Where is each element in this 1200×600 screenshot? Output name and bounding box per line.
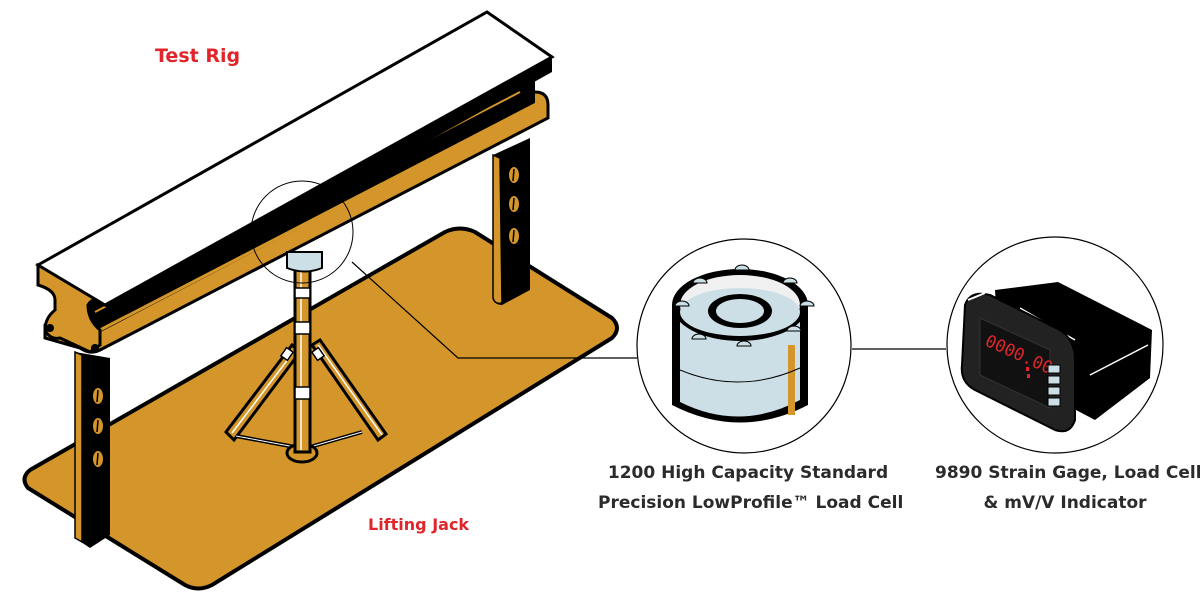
- lifting-jack-label: Lifting Jack: [368, 515, 470, 534]
- indicator-button: [1047, 364, 1061, 374]
- load-cell-caption-line1: 1200 High Capacity Standard: [607, 463, 889, 483]
- magnifier-circle: [250, 180, 354, 284]
- indicator-button: [1047, 375, 1061, 385]
- indicator-button: [1047, 386, 1061, 396]
- bolt: [691, 333, 707, 340]
- leader-line-load-cell: [351, 261, 637, 359]
- test-rig-label: Test Rig: [155, 45, 241, 67]
- load-cell-caption-line2: Precision LowProfile™ Load Cell: [598, 493, 904, 513]
- jack-collar: [294, 287, 311, 299]
- load-cell-caption: 1200 High Capacity Standard Precision Lo…: [598, 458, 904, 518]
- jack-collar: [294, 386, 311, 400]
- jack-collar: [294, 321, 311, 335]
- indicator-caption-line1: 9890 Strain Gage, Load Cell,: [935, 463, 1200, 483]
- bolt: [782, 277, 798, 284]
- bolt: [674, 300, 690, 307]
- bolt: [736, 340, 752, 347]
- left-post: [74, 350, 110, 548]
- indicator-caption-line2: & mV/V Indicator: [983, 493, 1147, 513]
- bolt: [799, 300, 815, 307]
- indicator-callout: 0000.00: [946, 236, 1164, 454]
- bolt: [786, 325, 802, 332]
- lifting-jack-drawing: [224, 251, 389, 464]
- beam: [35, 10, 555, 354]
- right-post: [492, 138, 530, 305]
- indicator-caption: 9890 Strain Gage, Load Cell, & mV/V Indi…: [935, 458, 1200, 518]
- bolt: [734, 264, 750, 271]
- base-plate: [22, 226, 619, 591]
- load-cell-callout: [636, 238, 852, 454]
- indicator-button: [1047, 397, 1061, 407]
- bolt: [692, 277, 708, 284]
